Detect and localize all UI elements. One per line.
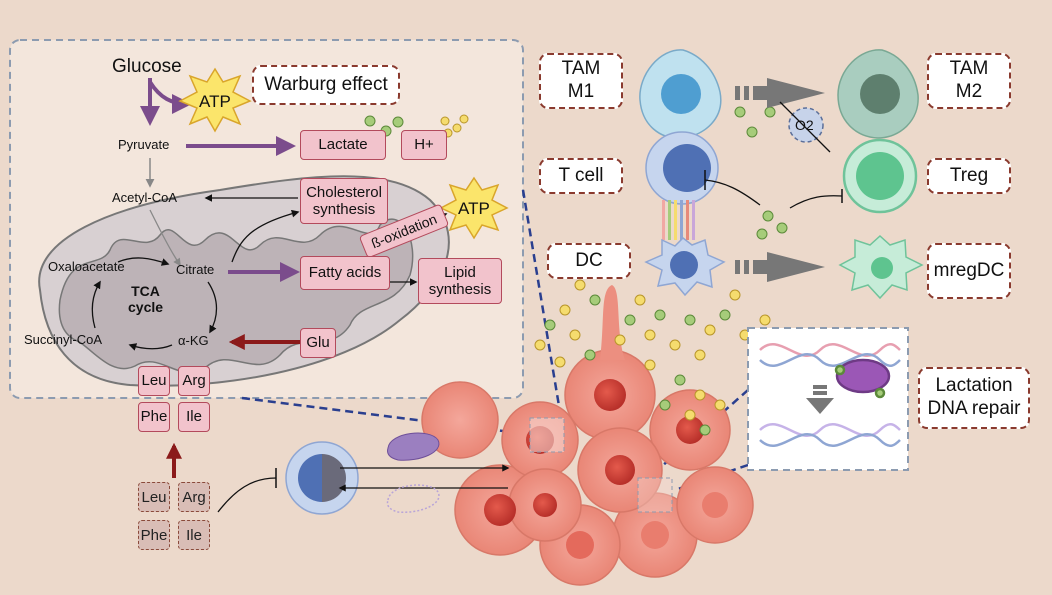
tca-line2: cycle <box>128 299 164 316</box>
aa-inside-leu: Leu <box>138 366 170 396</box>
acetyl-coa-label: Acetyl-CoA <box>112 190 178 205</box>
aa-outside-ile: Ile <box>178 520 210 550</box>
cholesterol-box: Cholesterol synthesis <box>300 178 388 224</box>
mregdc-tag: mregDC <box>927 243 1011 299</box>
dna-helix-bottom <box>759 423 901 447</box>
warburg-label: Warburg effect <box>264 73 388 95</box>
glucose-to-atp-arrow <box>148 80 192 114</box>
tca-cycle-label: TCA cycle <box>128 283 163 315</box>
dc-cell <box>644 237 726 297</box>
lipid-line2: synthesis <box>428 281 492 298</box>
citrate-to-cholesterol-arrow <box>231 209 300 263</box>
fatty-acids-box: Fatty acids <box>300 256 390 290</box>
mregdc-cell <box>838 234 924 300</box>
lipid-line1: Lipid <box>444 263 476 281</box>
tam-m2-cell <box>837 49 919 139</box>
lipid-synthesis-box: Lipid synthesis <box>418 258 502 304</box>
dc-tag: DC <box>547 243 631 279</box>
acetylcoa-to-citrate-arrow <box>149 209 181 267</box>
glu-box: Glu <box>300 328 336 358</box>
atp-mid-label: ATP <box>458 199 490 218</box>
atp-star-mid <box>439 176 509 240</box>
tca-akg-to-succ <box>128 343 173 351</box>
pyruvate-label: Pyruvate <box>118 137 170 152</box>
tam-m2-tag: TAM M2 <box>927 53 1011 109</box>
tca-citrate-to-akg <box>207 281 218 334</box>
tca-line1: TCA <box>131 283 160 299</box>
tca-oxa-to-citrate <box>117 257 170 266</box>
warburg-tag: Warburg effect <box>252 65 400 105</box>
immune-lactate-dots <box>734 106 788 240</box>
aa-inside-phe: Phe <box>138 402 170 432</box>
lactation-tag: Lactation DNA repair <box>918 367 1030 429</box>
t-cell <box>645 131 719 240</box>
h-plus-box: H+ <box>401 130 447 160</box>
atp-top-label: ATP <box>199 92 231 111</box>
oxaloacetate-label: Oxaloacetate <box>48 259 125 274</box>
tam-m1-cell <box>639 49 722 139</box>
citrate-label: Citrate <box>176 262 215 277</box>
atp-star-top <box>178 67 252 133</box>
aa-inside-ile: Ile <box>178 402 210 432</box>
glucose-label: Glucose <box>112 56 182 77</box>
m1-to-m2-arrow <box>735 78 825 108</box>
aa-outside-phe: Phe <box>138 520 170 550</box>
treg-tag: Treg <box>927 158 1011 194</box>
tam-m1-line1: TAM <box>561 58 601 80</box>
mitochondria-icon-dotted <box>386 484 440 513</box>
aa-outside-leu: Leu <box>138 482 170 512</box>
mitochondria-icon-solid <box>387 432 440 461</box>
t-cell-tag: T cell <box>539 158 623 194</box>
aa-outside-arg: Arg <box>178 482 210 512</box>
tca-succ-to-oxa <box>91 280 101 329</box>
lactation-line2: DNA repair <box>927 398 1021 419</box>
dna-down-arrow <box>806 385 834 414</box>
tam-m2-line2: M2 <box>955 81 983 102</box>
succinyl-coa-label: Succinyl-CoA <box>24 332 103 347</box>
cholesterol-line2: synthesis <box>312 201 376 218</box>
dna-helix-top <box>759 343 901 399</box>
akg-label: α-KG <box>178 333 209 348</box>
lactation-line1: Lactation <box>935 375 1013 397</box>
lactate-box: Lactate <box>300 130 386 160</box>
tam-m2-line1: TAM <box>949 58 989 80</box>
o2-label: O2 <box>795 117 814 133</box>
transporter-cell <box>285 441 359 515</box>
lactate-plume <box>534 279 771 436</box>
dc-to-mregdc-arrow <box>735 252 825 282</box>
aa-inside-arg: Arg <box>178 366 210 396</box>
tam-m1-line2: M1 <box>567 81 595 102</box>
treg-cell <box>842 138 918 214</box>
transporter-inhibit-line <box>217 477 277 513</box>
cholesterol-line1: Cholesterol <box>306 183 382 201</box>
tam-m1-tag: TAM M1 <box>539 53 623 109</box>
